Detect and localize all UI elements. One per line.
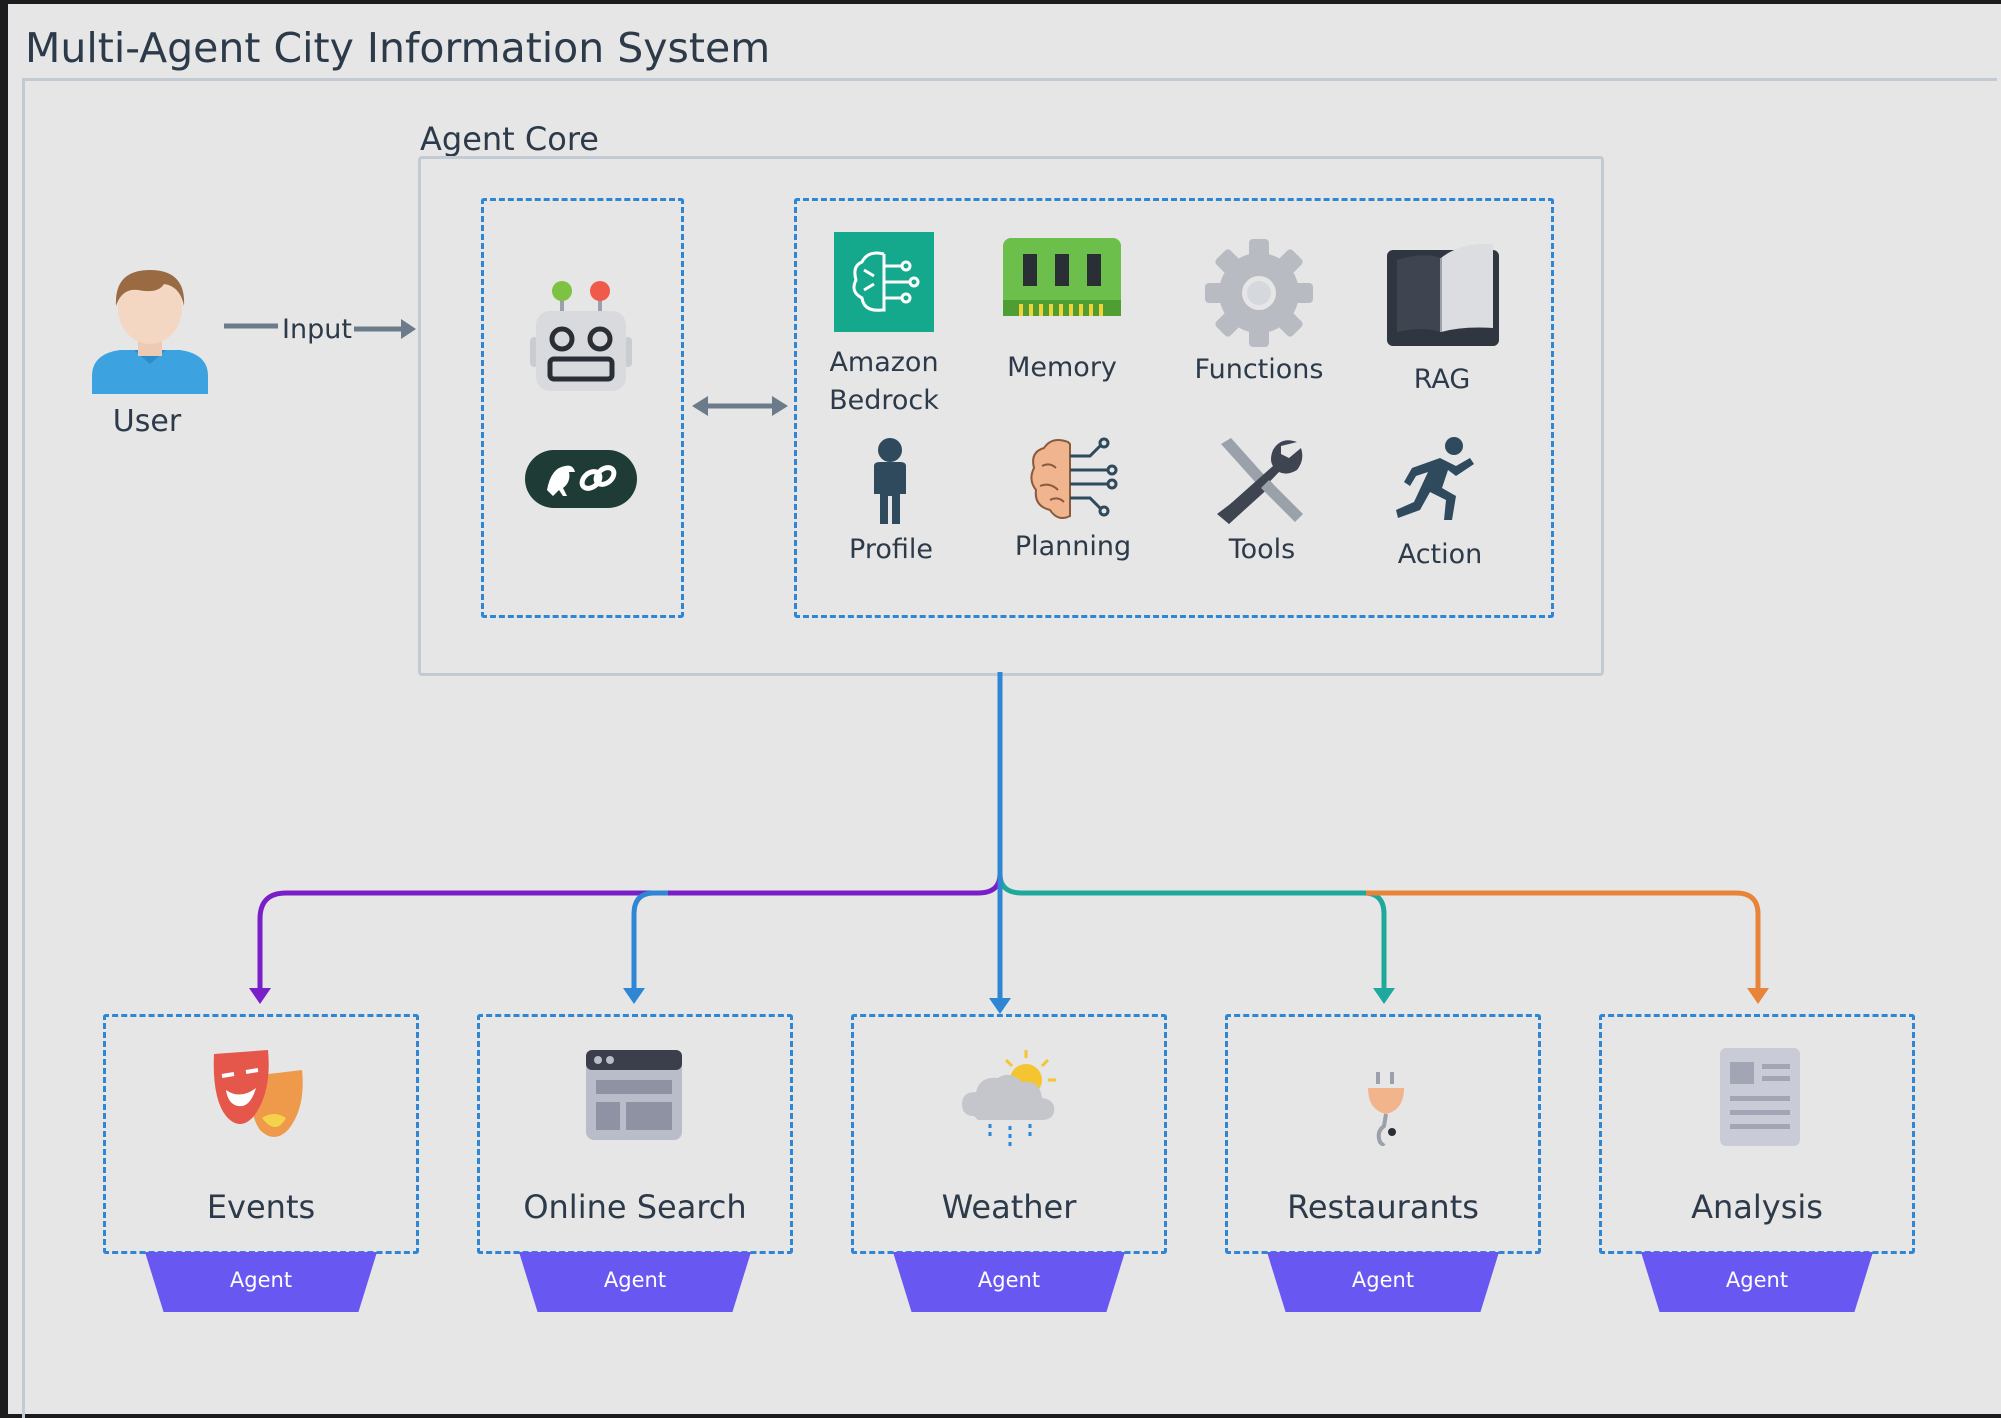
agent-core-title: Agent Core — [420, 120, 599, 158]
link-arrowhead-left — [692, 396, 708, 416]
system-frame — [22, 78, 1997, 1418]
link-arrowhead-right — [772, 396, 788, 416]
weather-label: Weather — [941, 1188, 1077, 1226]
functions-label: Functions — [1194, 354, 1324, 385]
robot-icon — [530, 281, 632, 391]
browser-window-icon — [586, 1050, 682, 1140]
search-connector — [631, 890, 668, 990]
analysis-label: Analysis — [1691, 1188, 1823, 1226]
restaurants-connector — [997, 873, 1387, 990]
events-agent-badge: Agent — [145, 1252, 377, 1312]
agent-engine-box — [481, 198, 684, 618]
connectors — [224, 319, 1769, 1014]
planning-label: Planning — [1014, 531, 1132, 562]
restaurants-label: Restaurants — [1287, 1188, 1479, 1226]
document-icon — [1720, 1048, 1800, 1146]
analysis-arrowhead — [1747, 988, 1769, 1004]
weather-agent-badge: Agent — [893, 1252, 1125, 1312]
brain-icon — [1030, 437, 1118, 519]
user-label: User — [112, 404, 182, 439]
analysis-connector — [1366, 890, 1761, 990]
amazon-bedrock-label: Amazon Bedrock — [829, 347, 939, 416]
memory-label: Memory — [1007, 352, 1117, 383]
langchain-icon — [525, 450, 637, 508]
online-search-label: Online Search — [523, 1188, 747, 1226]
restaurants-agent-badge: Agent — [1267, 1252, 1499, 1312]
memory-icon — [1003, 238, 1121, 316]
gear-icon — [1205, 239, 1313, 347]
weather-arrowhead — [989, 998, 1011, 1014]
agent-core-frame — [418, 156, 1604, 676]
input-label: Input — [280, 314, 354, 345]
amazon-bedrock-icon — [834, 232, 934, 332]
online-search-agent-badge: Agent — [519, 1252, 751, 1312]
events-connector — [257, 672, 1003, 990]
events-arrowhead — [249, 988, 271, 1004]
events-label: Events — [206, 1188, 316, 1226]
capabilities-box — [794, 198, 1554, 618]
diagram-canvas: Multi-Agent City Information System Agen… — [8, 4, 2001, 1418]
person-icon — [874, 438, 906, 524]
user-icon — [92, 270, 208, 394]
tools-icon — [1217, 438, 1303, 524]
restaurant-icon — [1368, 1072, 1404, 1146]
analysis-agent-badge: Agent — [1641, 1252, 1873, 1312]
search-arrowhead — [623, 988, 645, 1004]
action-label: Action — [1397, 539, 1483, 570]
restaurants-arrowhead — [1373, 988, 1395, 1004]
profile-label: Profile — [849, 534, 933, 565]
book-icon — [1387, 243, 1499, 346]
rag-label: RAG — [1413, 364, 1471, 395]
tools-label: Tools — [1228, 534, 1296, 565]
page-title: Multi-Agent City Information System — [25, 24, 771, 72]
theater-masks-icon — [213, 1050, 303, 1137]
weather-icon — [962, 1050, 1056, 1146]
input-arrowhead — [401, 319, 416, 339]
running-icon — [1396, 437, 1474, 520]
